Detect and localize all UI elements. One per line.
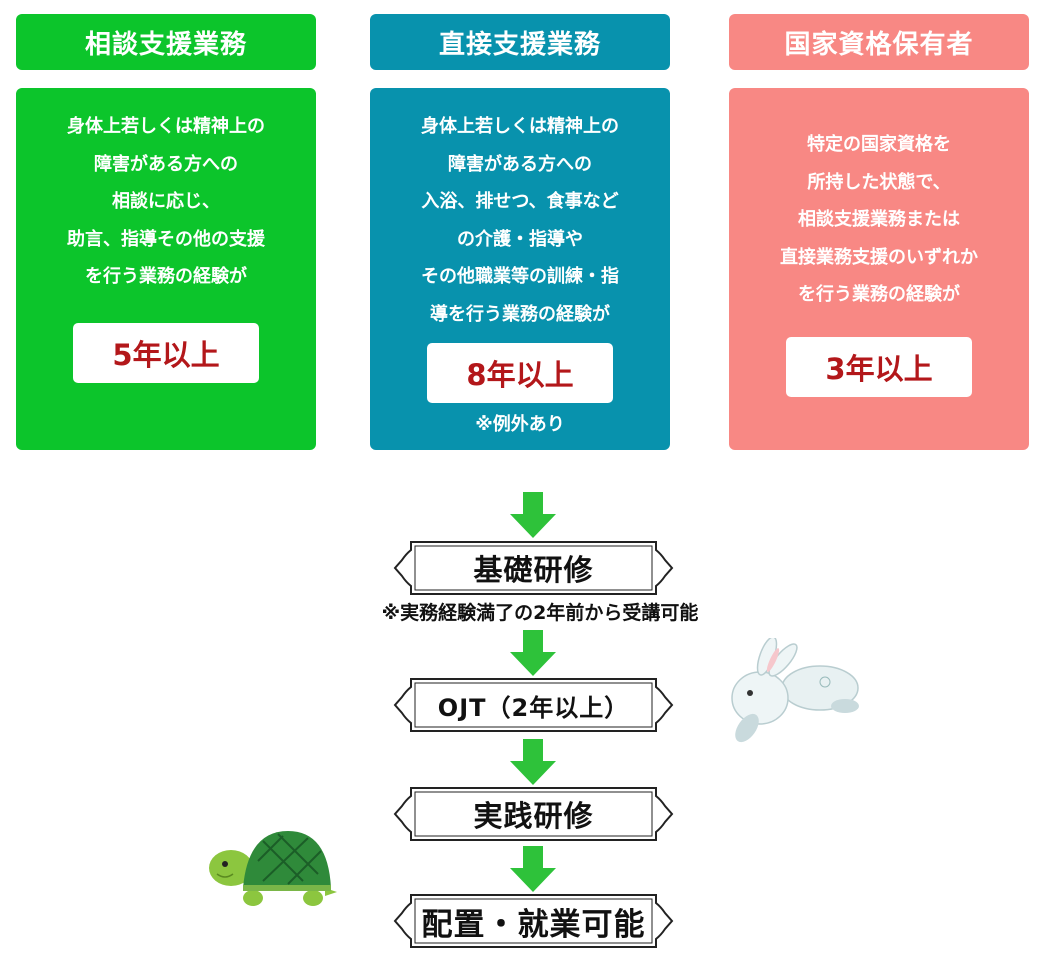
column-header-national-qualification: 国家資格保有者 [729, 14, 1029, 70]
card-description: 身体上若しくは精神上の 障害がある方への 入浴、排せつ、食事など の介護・指導や… [421, 116, 619, 325]
card-national-qualification: 特定の国家資格を 所持した状態で、 相談支援業務または 直接業務支援のいずれか … [729, 88, 1029, 450]
step-ojt: OJT（2年以上） [393, 677, 674, 733]
requirement-badge: 5年以上 [73, 323, 259, 383]
down-arrow-icon [510, 630, 556, 676]
step-label: 実践研修 [473, 799, 594, 833]
exception-note: ※例外あり [475, 414, 565, 435]
card-description: 特定の国家資格を 所持した状態で、 相談支援業務または 直接業務支援のいずれか … [780, 134, 978, 305]
rabbit-illustration-icon [731, 638, 859, 743]
step-practical-training: 実践研修 [393, 786, 674, 842]
down-arrow-icon [510, 492, 556, 538]
card-direct-support: 身体上若しくは精神上の 障害がある方への 入浴、排せつ、食事など の介護・指導や… [370, 88, 670, 450]
step-label: OJT（2年以上） [437, 693, 630, 722]
requirement-badge: 8年以上 [427, 343, 613, 403]
step-basic-training: 基礎研修 [393, 540, 674, 596]
requirement-badge: 3年以上 [786, 337, 972, 397]
step-label: 基礎研修 [473, 553, 594, 587]
column-header-consultation-support: 相談支援業務 [16, 14, 316, 70]
column-header-direct-support: 直接支援業務 [370, 14, 670, 70]
down-arrow-icon [510, 846, 556, 892]
card-description: 身体上若しくは精神上の 障害がある方への 相談に応じ、 助言、指導その他の支援 … [67, 116, 265, 287]
step-label: 配置・就業可能 [421, 906, 646, 943]
card-consultation-support: 身体上若しくは精神上の 障害がある方への 相談に応じ、 助言、指導その他の支援 … [16, 88, 316, 450]
step-placement: 配置・就業可能 [393, 893, 674, 949]
down-arrow-icon [510, 739, 556, 785]
basic-training-note: ※実務経験満了の2年前から受講可能 [381, 602, 699, 624]
turtle-illustration-icon [209, 831, 337, 906]
